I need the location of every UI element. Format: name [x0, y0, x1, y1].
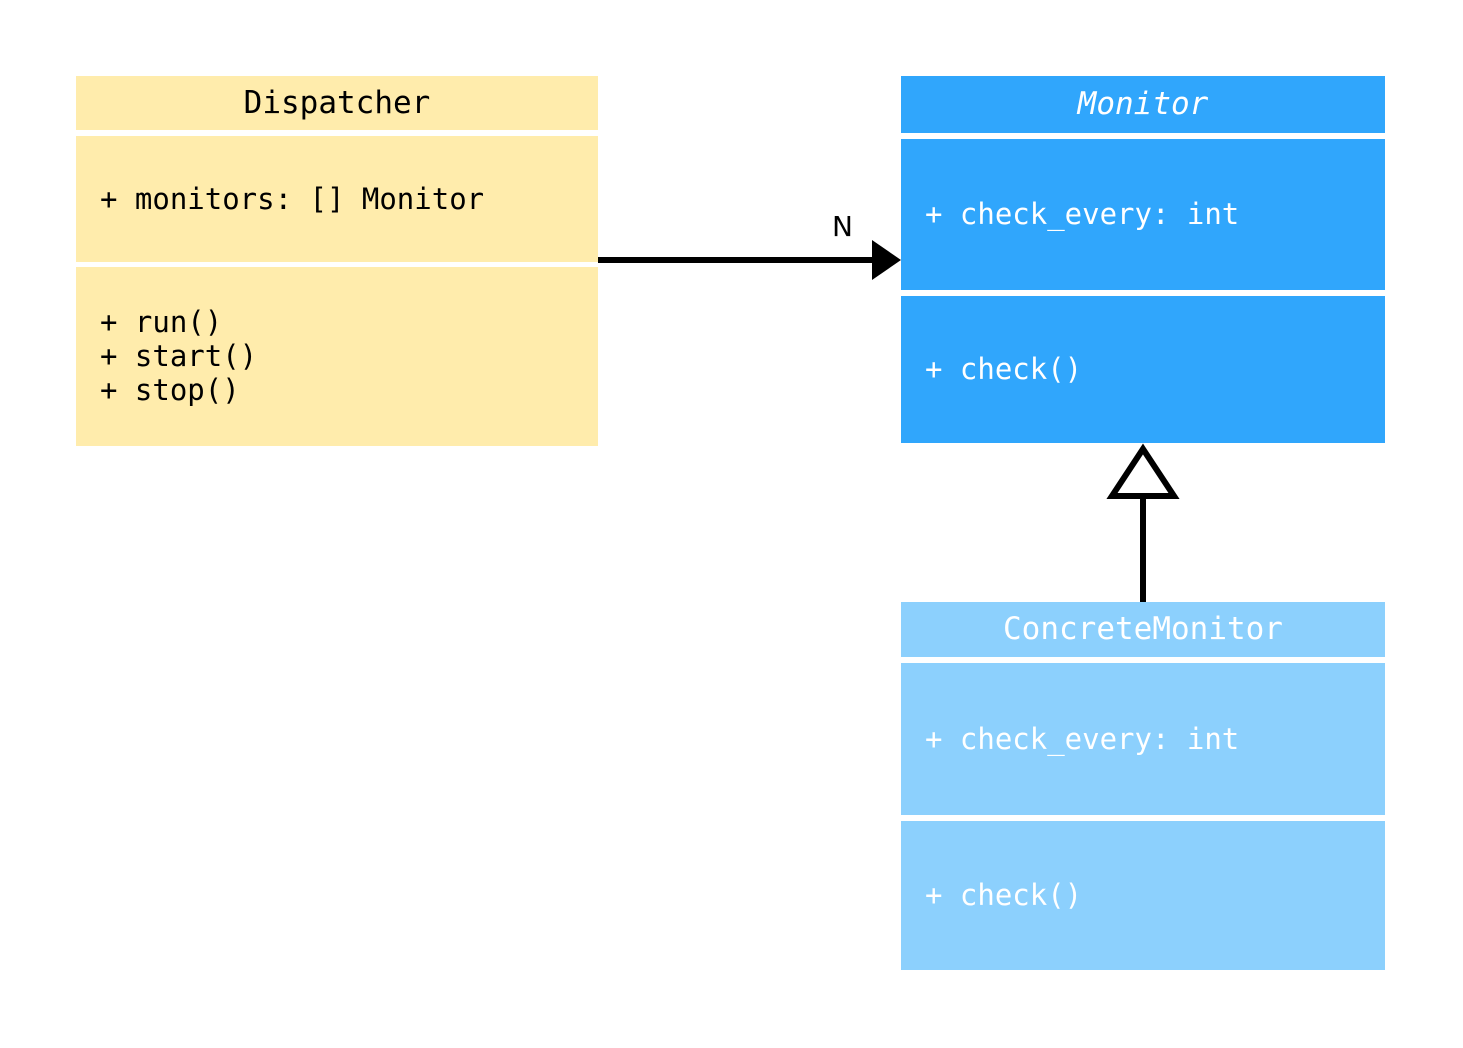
attribute-row: + check_every: int: [925, 197, 1240, 232]
method-row: + stop(): [100, 373, 240, 408]
generalization-edge-concretemonitor-monitor: [1106, 443, 1180, 602]
method-row: + check(): [925, 878, 1083, 913]
class-attributes-compartment-dispatcher: + monitors: [] Monitor: [76, 136, 598, 262]
attribute-row: + check_every: int: [925, 721, 1240, 756]
method-row: + run(): [100, 305, 223, 339]
filled-triangle-arrowhead-icon: [872, 240, 901, 280]
class-box-concrete-monitor[interactable]: ConcreteMonitor + check_every: int + che…: [901, 602, 1385, 970]
association-multiplicity-label: N: [832, 210, 853, 243]
class-title-compartment-dispatcher: Dispatcher: [76, 76, 598, 130]
class-title-compartment-concrete-monitor: ConcreteMonitor: [901, 602, 1385, 657]
class-box-dispatcher[interactable]: Dispatcher + monitors: [] Monitor + run(…: [76, 76, 598, 446]
method-row: + check(): [925, 352, 1083, 387]
class-name-dispatcher: Dispatcher: [243, 84, 431, 121]
class-name-concrete-monitor: ConcreteMonitor: [1003, 611, 1283, 648]
class-methods-compartment-monitor: + check(): [901, 296, 1385, 443]
association-edge-dispatcher-monitor: [598, 240, 901, 280]
attribute-row: + monitors: [] Monitor: [100, 181, 485, 216]
class-box-monitor[interactable]: Monitor + check_every: int + check(): [901, 76, 1385, 443]
method-row: + start(): [100, 339, 258, 374]
class-methods-compartment-dispatcher: + run() + start() + stop(): [76, 267, 598, 446]
hollow-triangle-arrowhead-icon: [1106, 443, 1180, 499]
class-attributes-compartment-concrete-monitor: + check_every: int: [901, 663, 1385, 815]
class-attributes-compartment-monitor: + check_every: int: [901, 139, 1385, 290]
class-methods-compartment-concrete-monitor: + check(): [901, 821, 1385, 970]
class-title-compartment-monitor: Monitor: [901, 76, 1385, 133]
class-name-monitor: Monitor: [1077, 86, 1209, 123]
